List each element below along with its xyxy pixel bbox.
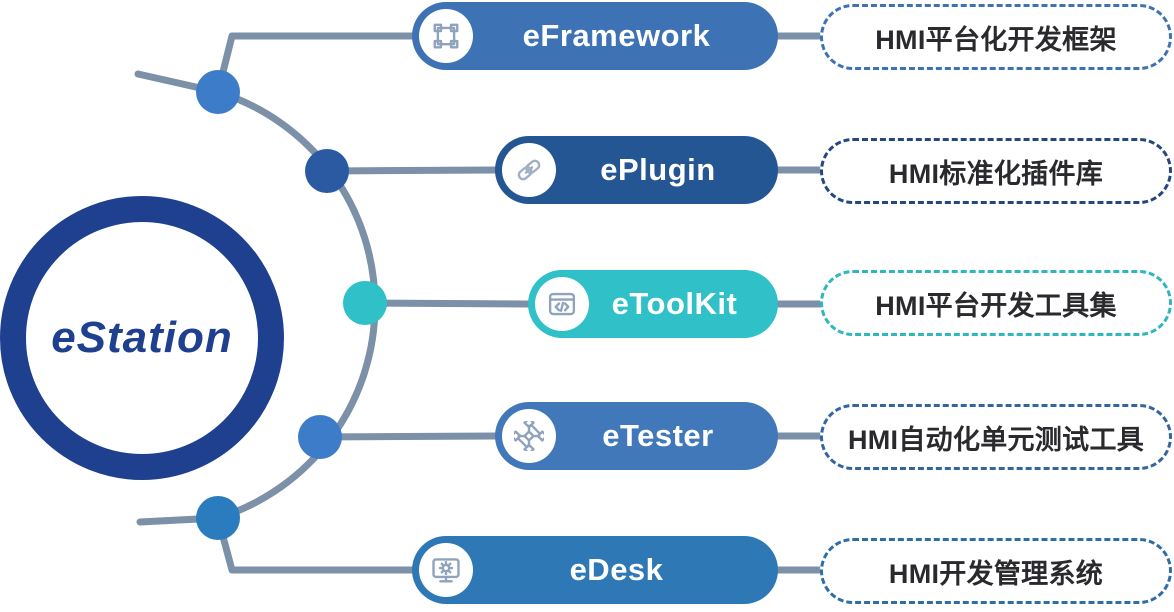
branch-chip-eplugin[interactable]: HMI标准化插件库: [820, 138, 1172, 204]
branch-pill-label-eframework: eFramework: [522, 18, 711, 53]
core-node-estation[interactable]: eStation: [0, 196, 284, 480]
branch-chip-label-edesk: HMI开发管理系统: [888, 558, 1104, 589]
branch-pill-etester[interactable]: eTester: [495, 402, 778, 470]
core-node-label: eStation: [51, 313, 233, 362]
frame-handles-icon: [419, 9, 473, 63]
node-network-icon: [502, 409, 556, 463]
junction-eplugin[interactable]: [305, 149, 349, 193]
branch-chip-label-eframework: HMI平台化开发框架: [875, 24, 1117, 55]
code-window-icon: [535, 277, 589, 331]
branch-chip-label-etoolkit: HMI平台开发工具集: [875, 290, 1117, 321]
branch-pill-eframework[interactable]: eFramework: [412, 2, 778, 70]
junction-etester[interactable]: [298, 415, 342, 459]
branch-pill-etoolkit[interactable]: eToolKit: [528, 270, 778, 338]
branch-pill-label-eplugin: ePlugin: [600, 152, 716, 187]
branch-chip-etoolkit[interactable]: HMI平台开发工具集: [820, 270, 1172, 336]
branch-pill-eplugin[interactable]: ePlugin: [495, 136, 778, 204]
branch-pill-label-etoolkit: eToolKit: [611, 286, 738, 321]
branch-chip-label-etester: HMI自动化单元测试工具: [847, 424, 1145, 455]
chain-link-icon: [502, 143, 556, 197]
branch-pill-edesk[interactable]: eDesk: [412, 536, 778, 604]
branch-pill-label-edesk: eDesk: [569, 552, 664, 587]
branch-chip-label-eplugin: HMI标准化插件库: [888, 158, 1104, 189]
branch-chip-eframework[interactable]: HMI平台化开发框架: [820, 4, 1172, 70]
junction-etoolkit[interactable]: [343, 281, 387, 325]
branch-chip-edesk[interactable]: HMI开发管理系统: [820, 538, 1172, 604]
monitor-gear-icon: [419, 543, 473, 597]
branch-chip-etester[interactable]: HMI自动化单元测试工具: [820, 404, 1172, 470]
branch-pill-label-etester: eTester: [602, 418, 714, 453]
junction-eframework[interactable]: [196, 70, 240, 114]
junction-edesk[interactable]: [196, 496, 240, 540]
